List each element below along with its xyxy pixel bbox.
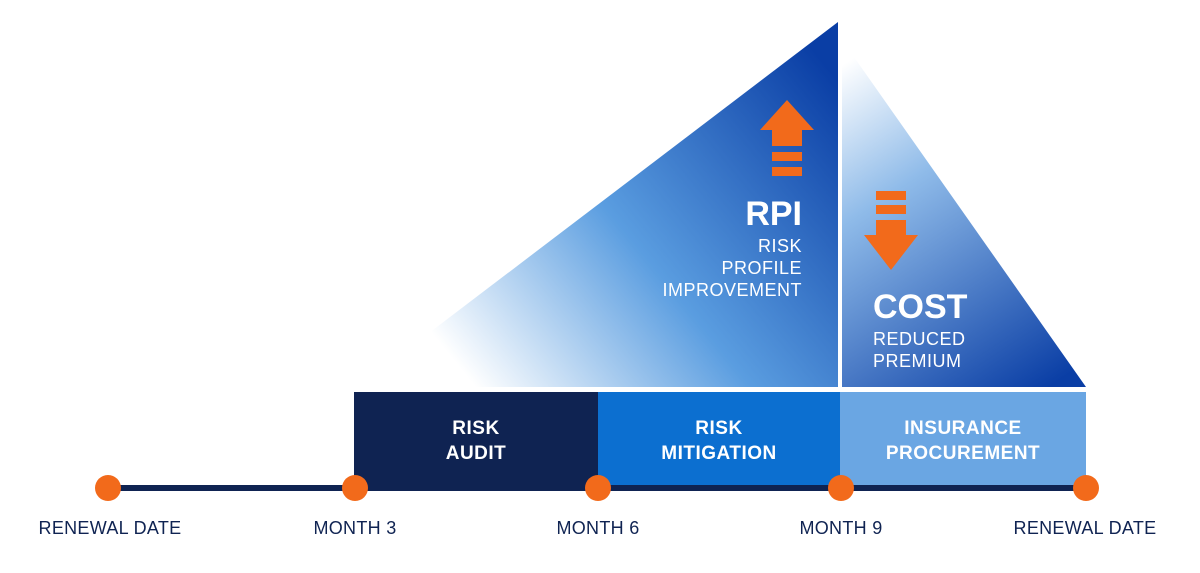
- cost-line: REDUCED: [873, 329, 966, 349]
- phase-label: RISK: [452, 418, 499, 439]
- phase-label: RISK: [695, 418, 742, 439]
- phase-box-insurance-procurement: [840, 392, 1086, 486]
- milestone-label: MONTH 9: [799, 518, 882, 538]
- milestone-dot: [342, 475, 368, 501]
- timeline-markers: [95, 475, 1099, 501]
- phase-label: PROCUREMENT: [886, 443, 1040, 464]
- cost-heading: COST: [873, 288, 968, 326]
- milestone-dot: [828, 475, 854, 501]
- phase-box-risk-audit: [354, 392, 598, 486]
- rpi-line: IMPROVEMENT: [662, 280, 802, 300]
- milestone-label: RENEWAL DATE: [1014, 518, 1157, 538]
- milestone-dot: [1073, 475, 1099, 501]
- rpi-line: PROFILE: [721, 258, 802, 278]
- milestone-dot: [95, 475, 121, 501]
- milestone-dot: [585, 475, 611, 501]
- rpi-line: RISK: [758, 236, 802, 256]
- cost-line: PREMIUM: [873, 351, 962, 371]
- milestone-label: MONTH 6: [556, 518, 639, 538]
- milestone-label: RENEWAL DATE: [39, 518, 182, 538]
- rpi-heading: RPI: [745, 195, 802, 233]
- phase-label: MITIGATION: [661, 443, 776, 464]
- arrow-down-icon: [864, 191, 918, 270]
- rpi-triangle: [358, 22, 838, 387]
- phase-label: INSURANCE: [904, 418, 1021, 439]
- cost-triangle: [842, 40, 1086, 387]
- phase-box-risk-mitigation: [598, 392, 840, 486]
- milestone-label: MONTH 3: [313, 518, 396, 538]
- arrow-up-icon: [760, 100, 814, 176]
- phase-label: AUDIT: [446, 443, 507, 464]
